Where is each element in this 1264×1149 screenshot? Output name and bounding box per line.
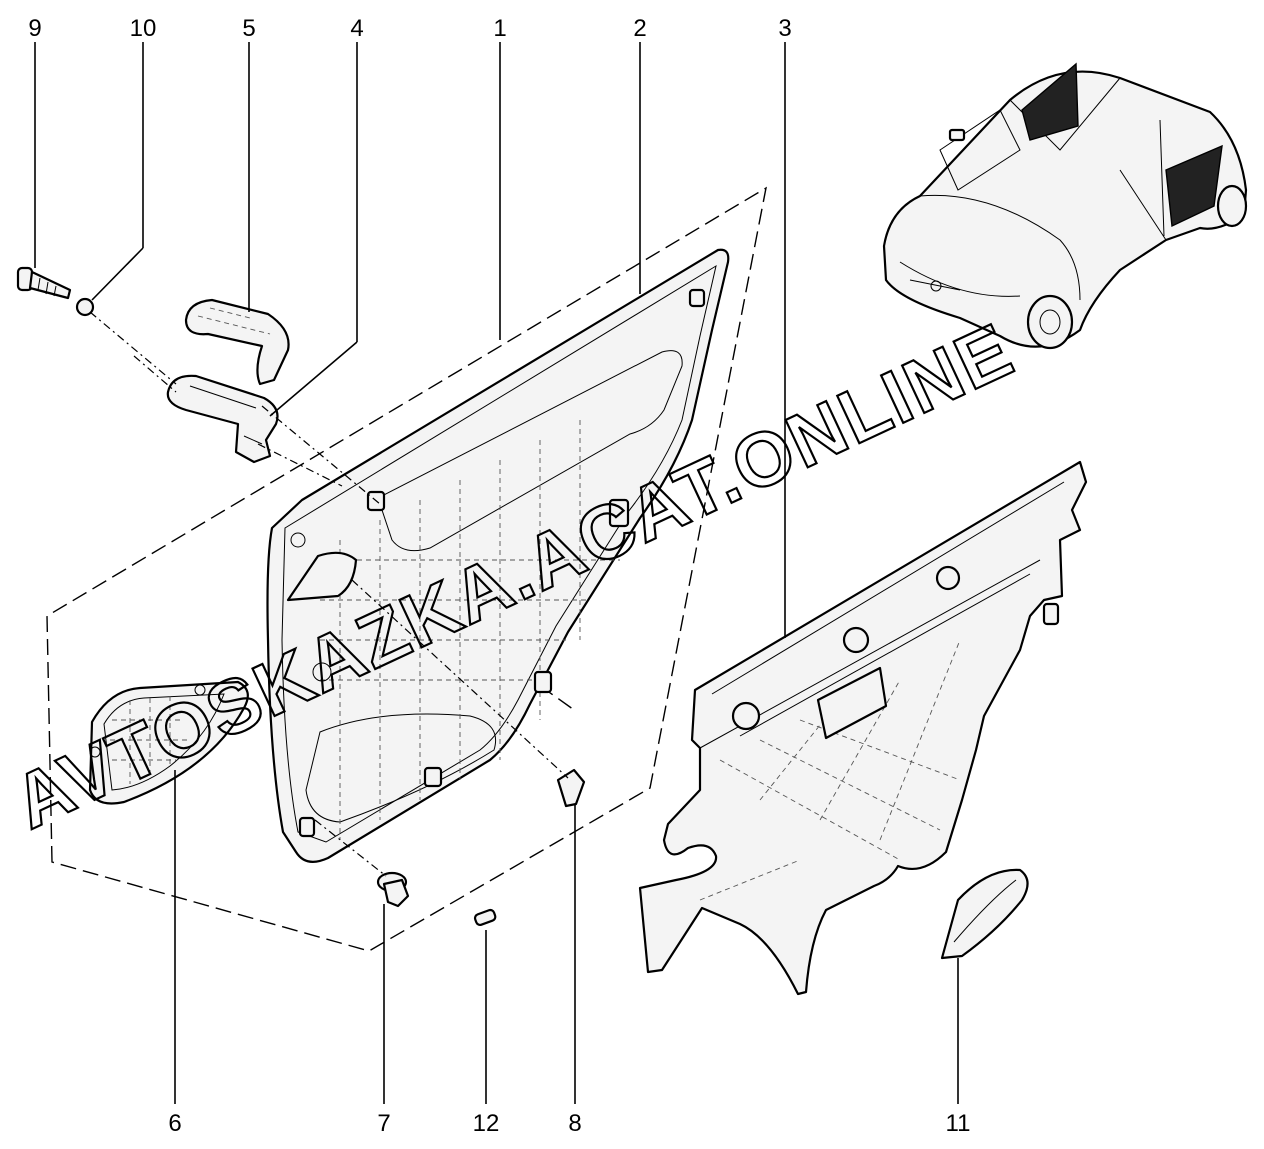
push-clip [376, 871, 410, 908]
label-12: 12 [473, 1110, 500, 1137]
label-2: 2 [633, 15, 646, 42]
speaker-grille [88, 680, 249, 805]
vehicle-locator-sketch [882, 62, 1248, 350]
handle-bracket [166, 374, 279, 464]
label-1: 1 [493, 15, 506, 42]
insulation-pad [638, 460, 1088, 996]
label-4: 4 [350, 15, 363, 42]
label-6: 6 [168, 1110, 181, 1137]
label-3: 3 [778, 15, 791, 42]
side-trim [940, 868, 1029, 960]
assembly-boundary [46, 186, 767, 952]
label-10: 10 [130, 15, 157, 42]
retainer-clip [556, 768, 586, 808]
label-7: 7 [377, 1110, 390, 1137]
handle-cover [184, 298, 290, 386]
assembly-axes [89, 311, 569, 877]
label-5: 5 [242, 15, 255, 42]
leader-lines [34, 42, 959, 1104]
door-trim-panel [266, 248, 730, 863]
plug [473, 908, 497, 927]
label-8: 8 [568, 1110, 581, 1137]
washer [75, 297, 95, 317]
callout-labels: 9 10 5 4 1 2 3 6 7 12 8 11 [28, 15, 970, 1137]
label-11: 11 [946, 1110, 971, 1137]
screw [16, 266, 72, 300]
label-9: 9 [28, 15, 41, 42]
